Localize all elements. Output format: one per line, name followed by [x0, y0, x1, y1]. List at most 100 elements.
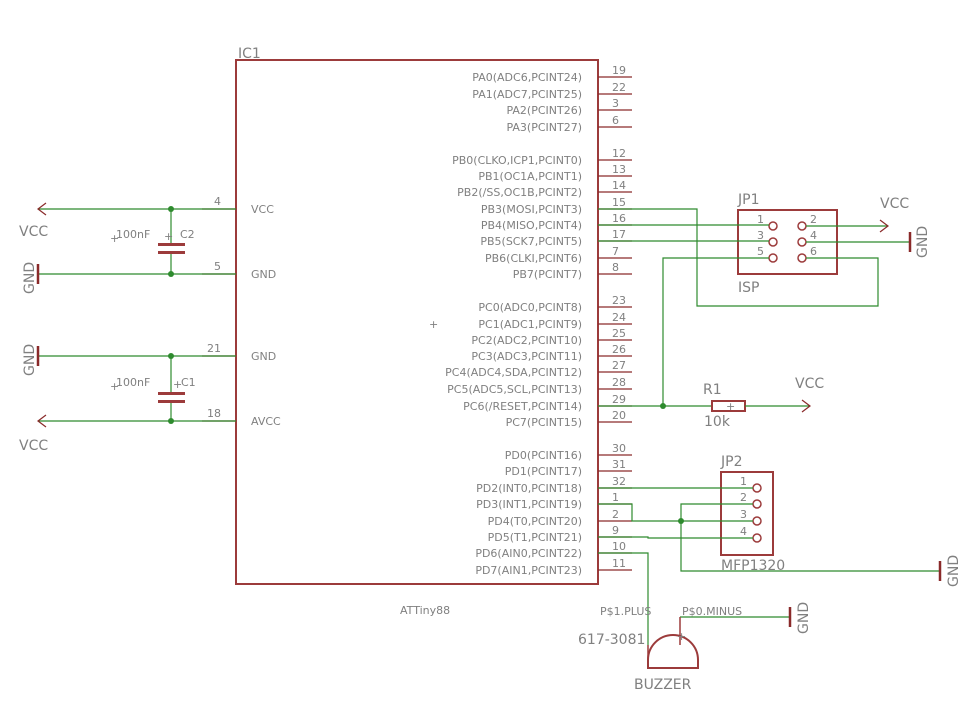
- vcc-symbol-bottom: VCC: [19, 414, 48, 454]
- c1-plus-2: +: [173, 378, 182, 391]
- c1-value: 100nF: [116, 376, 150, 389]
- ic1-pin-name: PB5(SCK7,PCINT5): [480, 235, 582, 248]
- r1-plus: +: [726, 400, 735, 413]
- ic1-pin-name: PD1(PCINT17): [505, 465, 582, 478]
- ic1-pin-19: PA0(ADC6,PCINT24)19: [472, 64, 632, 84]
- ic1-pin-28: PC5(ADC5,SCL,PCINT13) 28: [447, 376, 632, 396]
- c1-ref: C1: [181, 376, 196, 389]
- r1-value: 10k: [704, 414, 731, 430]
- ic1-pin-number: 7: [612, 245, 619, 258]
- capacitor-c2: + 100nF + C2: [110, 228, 195, 254]
- ic1-pin-15: PB3(MOSI,PCINT3)15: [481, 196, 632, 216]
- jp1-value: ISP: [738, 280, 759, 296]
- ic1-ref: IC1: [238, 46, 261, 62]
- jp2-ref: JP2: [720, 454, 742, 470]
- c2-ref: C2: [180, 228, 195, 241]
- ic1-pin-number: 19: [612, 64, 626, 77]
- ic1-pin-32: PD2(INT0,PCINT18)32: [476, 475, 632, 495]
- ic1-pin-number: 4: [214, 195, 221, 208]
- ic1-pin-name: AVCC: [251, 415, 281, 428]
- ic1-pin-name: PD0(PCINT16): [505, 449, 582, 462]
- ic1-pin-name: PC7(PCINT15): [506, 416, 582, 429]
- jp1-ref: JP1: [737, 192, 759, 208]
- ic1-pin-name: PC5(ADC5,SCL,PCINT13): [447, 383, 582, 396]
- ic1-pin-number: 21: [207, 342, 221, 355]
- jp1-isp-header: JP1 1 2 3 4 5 6 ISP: [737, 192, 838, 296]
- ic1-pin-name: PC0(ADC0,PCINT8): [478, 301, 582, 314]
- ic1-pin-number: 28: [612, 376, 626, 389]
- ic1-pin-name: PC6(/RESET,PCINT14): [463, 400, 582, 413]
- vcc-label-r1: VCC: [795, 376, 824, 392]
- capacitor-c1: + 100nF + C1: [110, 376, 196, 403]
- gnd-label-left-1: GND: [22, 262, 38, 294]
- ic1-pin-name: PD4(T0,PCINT20): [488, 515, 582, 528]
- ic1-pin-number: 8: [612, 261, 619, 274]
- ic1-pin-number: 3: [612, 97, 619, 110]
- ic1-pin-number: 17: [612, 228, 626, 241]
- ic1-pin-name: PC3(ADC3,PCINT11): [471, 350, 582, 363]
- jp1-pin-2: 2: [810, 213, 817, 226]
- ic1-pin-number: 10: [612, 540, 626, 553]
- ic1-pin-number: 9: [612, 524, 619, 537]
- jp2-header: JP2 1 2 3 4 MFP1320: [720, 454, 785, 574]
- jp2-pin-3: 3: [740, 508, 747, 521]
- vcc-symbol-jp1: VCC: [879, 196, 909, 233]
- vcc-label-bottom: VCC: [19, 438, 48, 454]
- ic1-pin-name: PA3(PCINT27): [506, 121, 582, 134]
- ic1-pin-4: VCC 4: [202, 195, 274, 216]
- ic1-pin-number: 12: [612, 147, 626, 160]
- jp2-value: MFP1320: [721, 558, 785, 574]
- ic1-pin-8: PB7(PCINT7)8: [513, 261, 632, 281]
- ic1-pin-number: 5: [214, 260, 221, 273]
- gnd-label-left-2: GND: [22, 344, 38, 376]
- jp1-pin-3: 3: [757, 229, 764, 242]
- ic1-pin-name: PB6(CLKI,PCINT6): [485, 252, 582, 265]
- ic1-pin-name: PA1(ADC7,PCINT25): [472, 88, 582, 101]
- resistor-r1: + R1 10k VCC: [598, 376, 824, 430]
- ic1-pin-number: 32: [612, 475, 626, 488]
- r1-ref: R1: [703, 382, 722, 398]
- ic1-pin-name: PB4(MISO,PCINT4): [481, 219, 582, 232]
- ic1-pin-7: PB6(CLKI,PCINT6) 7: [485, 245, 632, 265]
- ic1-pin-number: 26: [612, 343, 626, 356]
- buzzer-plus: +: [677, 630, 686, 643]
- ic1-pin-27: PC4(ADC4,SDA,PCINT12)27: [445, 359, 632, 379]
- jp1-pin-1: 1: [757, 213, 764, 226]
- jp2-pin-1: 1: [740, 475, 747, 488]
- buzzer-pin-minus: P$0.MINUS: [682, 605, 742, 618]
- ic1-pin-13: PB1(OC1A,PCINT1)13: [478, 163, 632, 183]
- ic1-pin-number: 22: [612, 81, 626, 94]
- gnd-label-jp1: GND: [915, 226, 931, 258]
- ic1-value: ATTiny88: [400, 604, 450, 617]
- ic1-pin-number: 31: [612, 458, 626, 471]
- ic1-pin-number: 20: [612, 409, 626, 422]
- ic1-pin-name: VCC: [251, 203, 274, 216]
- buzzer-value: BUZZER: [634, 677, 692, 693]
- vcc-label-jp1: VCC: [880, 196, 909, 212]
- c2-plus: +: [110, 232, 119, 245]
- c2-value: 100nF: [116, 228, 150, 241]
- jp2-pin-4: 4: [740, 525, 747, 538]
- jp1-pin-5: 5: [757, 245, 764, 258]
- gnd-symbol-jp1: GND: [908, 226, 931, 258]
- ic1-pin-number: 23: [612, 294, 626, 307]
- jp2-junction: [678, 518, 684, 524]
- ic1-pin-23: PC0(ADC0,PCINT8) 23: [478, 294, 632, 314]
- ic1-pin-29: PC6(/RESET,PCINT14) 29: [463, 393, 632, 413]
- gnd-symbol-left-2: GND: [22, 344, 40, 376]
- ic1-pin-number: 29: [612, 393, 626, 406]
- ic1-pin-number: 15: [612, 196, 626, 209]
- ic1-pin-number: 14: [612, 179, 626, 192]
- ic1-pin-number: 13: [612, 163, 626, 176]
- ic1-pin-6: PA3(PCINT27)6: [506, 114, 632, 134]
- ic1-pin-25: PC2(ADC2,PCINT10)25: [471, 327, 632, 347]
- gnd-symbol-buzzer: GND: [788, 602, 812, 634]
- ic1-body: [235, 59, 599, 585]
- ic1-pin-name: PC4(ADC4,SDA,PCINT12): [445, 366, 582, 379]
